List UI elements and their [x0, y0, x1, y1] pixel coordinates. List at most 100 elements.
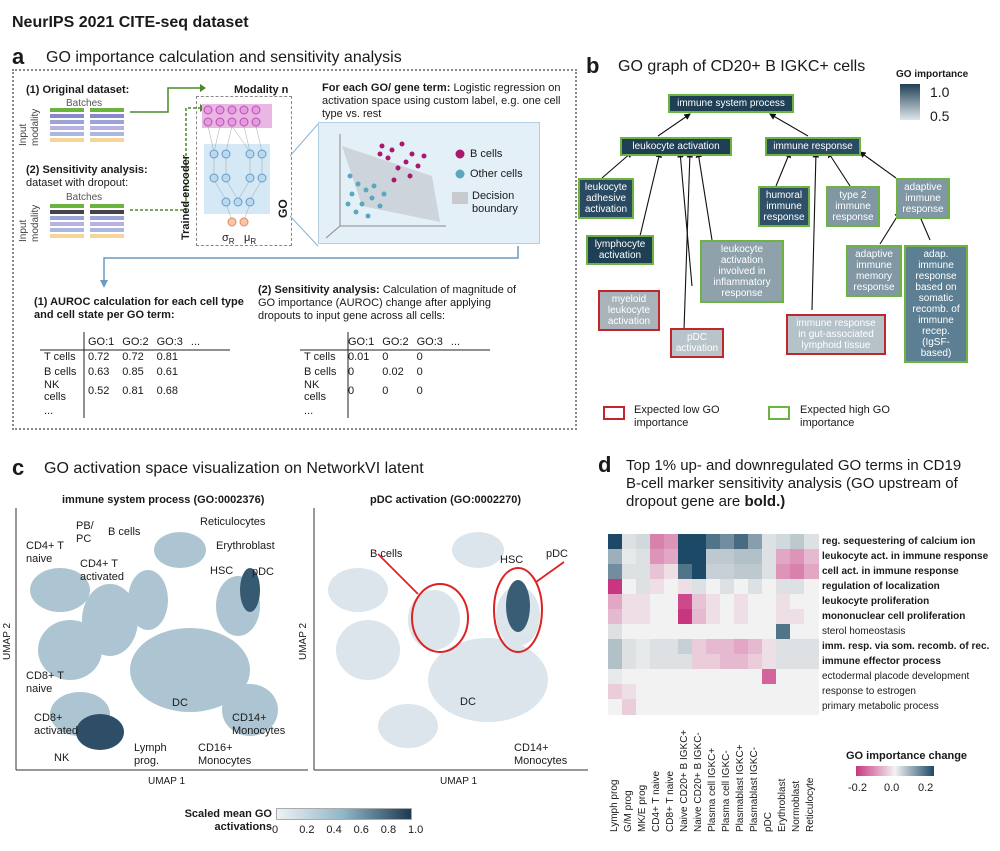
heatmap-cell: [804, 699, 819, 715]
auroc-table-cell: 0.72: [88, 350, 110, 363]
sens-text: (2) Sensitivity analysis: Calculation of…: [258, 284, 528, 323]
umap-right-title: pDC activation (GO:0002270): [370, 494, 521, 506]
go-graph-edges: [601, 113, 931, 331]
heatmap-cell: [776, 654, 791, 670]
heatmap-cell: [762, 579, 777, 595]
auroc-table-cell: 0.61: [156, 365, 179, 378]
go-change-colorbar: [856, 766, 934, 776]
heatmap-col-label: Reticulocyte: [805, 777, 816, 832]
heatmap-cell: [678, 564, 693, 580]
auroc-table-cell: [84, 403, 118, 418]
colorbar-tick: 1.0: [408, 824, 424, 836]
heatmap-cell: [734, 669, 749, 685]
auroc-table-cell: [40, 334, 84, 349]
heatmap-row-label: primary metabolic process: [822, 700, 939, 712]
heatmap-col-label: G/M prog: [623, 790, 634, 832]
heatmap-cell: [622, 639, 637, 655]
heatmap-cell: [762, 534, 777, 550]
heatmap-cell: [636, 549, 651, 565]
heatmap-cell: [748, 699, 763, 715]
heatmap-cell: [706, 624, 721, 640]
heatmap-cell: [762, 639, 777, 655]
heatmap-cell: [706, 549, 721, 565]
heatmap-cell: [748, 639, 763, 655]
heatmap-cell: [748, 579, 763, 595]
logreg-body: Logistic regression on activation space …: [322, 82, 561, 120]
heatmap-row-label: mononuclear cell proliferation: [822, 610, 966, 622]
heatmap-cell: [804, 684, 819, 700]
panel-a-title: GO importance calculation and sensitivit…: [46, 49, 402, 66]
heatmap-col-label: Naive CD20+ B IGKC+: [679, 729, 690, 832]
heatmap-cell: [706, 564, 721, 580]
node-humoral: humoral immune response: [758, 186, 810, 227]
heatmap-cell: [650, 579, 665, 595]
heatmap-cell: [664, 534, 679, 550]
encoder-network: [202, 104, 272, 227]
heatmap-cell: [776, 699, 791, 715]
auroc-table-cell: GO:2: [122, 335, 149, 348]
legend-b-cells-dot: [455, 149, 465, 159]
heatmap-col-label: Normoblast: [791, 780, 802, 832]
heatmap-cell: [790, 594, 805, 610]
heatmap-cell: [622, 594, 637, 610]
auroc-table-cell: [187, 364, 204, 379]
sensitivity-table-cell: 0.01: [348, 350, 370, 363]
heatmap-col-label: Erythroblast: [777, 778, 788, 832]
heatmap-cell: [608, 624, 623, 640]
c-left-pb-pc: PB/ PC: [76, 520, 94, 545]
heatmap-cell: [706, 534, 721, 550]
figure-title: NeurIPS 2021 CITE-seq dataset: [12, 14, 249, 31]
heatmap-cell: [762, 609, 777, 625]
heatmap-row-label: response to estrogen: [822, 685, 916, 697]
heatmap-cell: [636, 684, 651, 700]
heatmap-cell: [692, 654, 707, 670]
heatmap-col-label: Plasma cell IGKC-: [721, 750, 732, 832]
heatmap-cell: [790, 609, 805, 625]
heatmap-cell: [608, 669, 623, 685]
heatmap-cell: [622, 654, 637, 670]
heatmap-cell: [762, 564, 777, 580]
heatmap-cell: [622, 579, 637, 595]
colorbar-tick: 0.2: [299, 824, 315, 836]
auroc-table-cell: NK cells: [44, 379, 67, 403]
heatmap-cell: [636, 639, 651, 655]
dataset-grid-1: [50, 108, 124, 142]
heatmap-col-label: Plasmablast IGKC-: [749, 746, 760, 832]
modality-n-label: Modality n: [234, 84, 289, 96]
heatmap-cell: [790, 549, 805, 565]
auroc-table-cell: 0.81: [122, 385, 144, 397]
sensitivity-table-cell: B cells: [304, 365, 337, 378]
go-change-tick: -0.2: [848, 782, 867, 794]
heatmap-cell: [790, 624, 805, 640]
heatmap-row-label: ectodermal placode development: [822, 670, 970, 682]
auroc-table-cell: T cells: [44, 350, 76, 363]
heatmap-cell: [692, 594, 707, 610]
heatmap-cell: [678, 669, 693, 685]
heatmap-cell: [790, 654, 805, 670]
heatmap-row-label: cell act. in immune response: [822, 565, 959, 577]
heatmap-cell: [776, 609, 791, 625]
heatmap-cell: [608, 684, 623, 700]
logreg-bold: For each GO/ gene term:: [322, 82, 451, 94]
heatmap-cell: [804, 564, 819, 580]
go-importance-legend-title: GO importance: [896, 69, 969, 80]
sensitivity-sub: dataset with dropout:: [26, 177, 129, 189]
batches-label-2: Batches: [66, 192, 103, 203]
heatmap-cell: [692, 684, 707, 700]
heatmap-cell: [706, 579, 721, 595]
heatmap-cell: [608, 609, 623, 625]
heatmap-cell: [664, 624, 679, 640]
heatmap-cell: [720, 684, 735, 700]
sensitivity-table-cell: 0.02: [382, 365, 404, 378]
heatmap-cell: [748, 609, 763, 625]
legend-boundary-swatch: [452, 192, 468, 204]
heatmap-col-label: CD4+ T naive: [651, 770, 662, 832]
heatmap-cell: [804, 549, 819, 565]
